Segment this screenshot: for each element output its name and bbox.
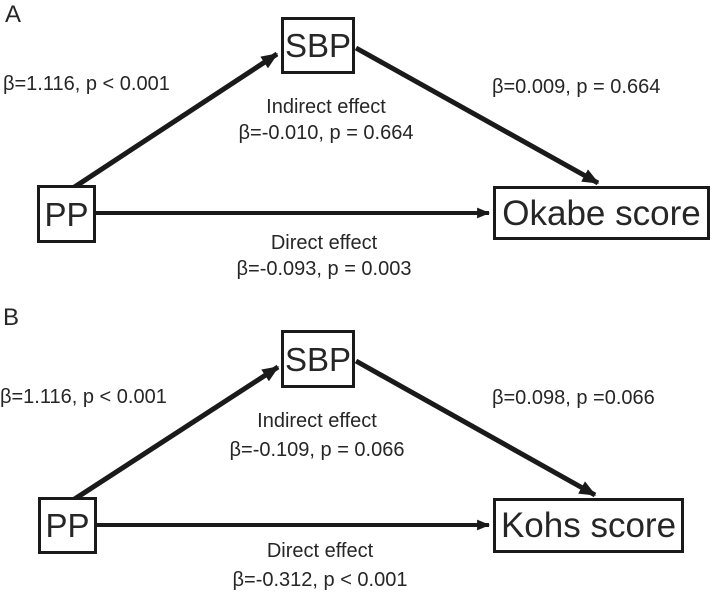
direct-effect-title-a: Direct effect [270,232,378,254]
indirect-effect-a: Indirect effect β=-0.010, p = 0.664 [239,96,414,145]
path-b-coefficient-a: β=0.009, p = 0.664 [492,76,661,98]
direct-effect-value-a: β=-0.093, p = 0.003 [236,258,412,280]
panel-b-label: B [3,304,20,331]
path-b-coefficient-b: β=0.098, p =0.066 [492,387,655,409]
arrow-sbp-to-outcome-b [354,358,597,498]
predictor-label-a: PP [44,195,89,233]
mediator-box-b: SBP [281,330,355,388]
outcome-box-b: Kohs score [493,498,684,553]
predictor-label-b: PP [45,507,90,544]
direct-effect-title-b: Direct effect [266,540,374,562]
predictor-box-a: PP [37,185,96,243]
mediator-label-a: SBP [284,27,352,64]
arrow-pp-to-sbp-b [68,364,280,505]
outcome-label-b: Kohs score [500,506,677,545]
direct-effect-value-b: β=-0.312, p < 0.001 [232,569,408,591]
direct-effect-a: Direct effect β=-0.093, p = 0.003 [237,232,412,281]
arrow-pp-to-sbp-a [68,51,279,193]
indirect-effect-value-a: β=-0.010, p = 0.664 [238,122,414,144]
panel-a-label: A [5,1,22,28]
predictor-box-b: PP [38,497,97,554]
outcome-box-a: Okabe score [493,186,710,240]
indirect-effect-b: Indirect effect β=-0.109, p = 0.066 [230,410,405,462]
indirect-effect-value-b: β=-0.109, p = 0.066 [229,439,405,461]
path-a-coefficient-a: β=1.116, p < 0.001 [3,73,170,95]
indirect-effect-title-a: Indirect effect [266,96,386,118]
mediator-label-b: SBP [284,340,352,378]
mediator-box-a: SBP [281,17,355,74]
indirect-effect-title-b: Indirect effect [257,410,377,432]
outcome-label-a: Okabe score [502,193,701,233]
direct-effect-b: Direct effect β=-0.312, p < 0.001 [233,540,408,592]
arrow-sbp-to-outcome-a [354,45,600,186]
path-a-coefficient-b: β=1.116, p < 0.001 [0,386,167,408]
